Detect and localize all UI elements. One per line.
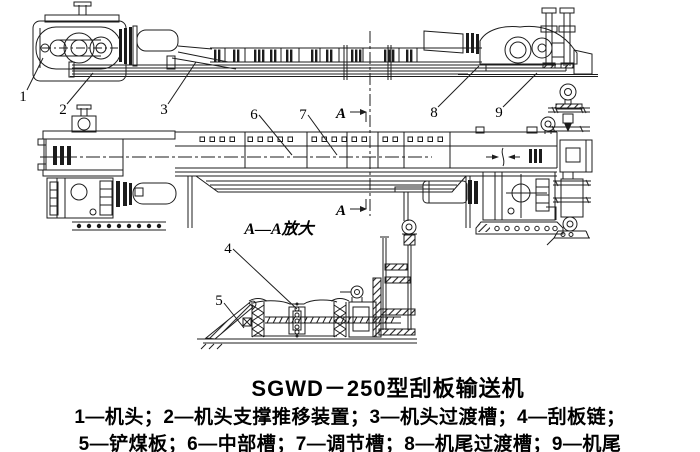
tail-assembly — [423, 7, 598, 75]
rack-bar — [72, 221, 166, 231]
plan-head-coupling — [116, 181, 132, 207]
trough-pan-top — [252, 299, 338, 305]
plan-trough — [40, 131, 557, 228]
part-label-6: 6 — [250, 107, 258, 123]
part-labels: 1 2 3 6 7 8 9 4 5 A A A—A放大 — [19, 89, 503, 309]
head-motor — [136, 29, 179, 52]
part-label-5: 5 — [215, 293, 223, 309]
part-label-8: 8 — [430, 105, 438, 121]
section-marker-top: A — [335, 106, 346, 122]
tail-motor — [423, 30, 464, 54]
section-marker-bottom: A — [335, 203, 346, 219]
push-bracket — [166, 55, 176, 70]
part-label-1: 1 — [19, 89, 27, 105]
trough-section-right-wall — [330, 298, 350, 338]
section-arrow-top — [350, 109, 367, 122]
plan-tail-gearbox — [482, 171, 557, 221]
plan-tail — [394, 116, 564, 235]
trough-section-left-wall — [248, 298, 268, 338]
tail-anchor-posts — [540, 7, 576, 69]
plan-head-motor — [132, 182, 177, 205]
legend-line-1: 1—机头；2—机头支撑推移装置；3—机头过渡槽；4—刮板链； — [74, 407, 626, 428]
legend-line-2: 5—铲煤板；6—中部槽；7—调节槽；8—机尾过渡槽；9—机尾 — [78, 434, 622, 452]
part-label-9: 9 — [495, 105, 503, 121]
plan-view — [37, 83, 593, 246]
plan-head-gearbox — [46, 177, 114, 219]
plan-tail-motor — [422, 180, 468, 204]
pulley-wheel — [401, 219, 417, 235]
side-elevation-view — [32, 1, 598, 82]
scraper-chain-link — [288, 302, 306, 338]
part-label-4: 4 — [224, 241, 232, 257]
trough-band — [68, 45, 598, 80]
part-label-7: 7 — [299, 107, 307, 123]
tail-coupling-bellows — [466, 33, 479, 54]
support-stand — [372, 219, 417, 338]
leader-lines — [26, 57, 538, 329]
figure-title: SGWD－250型刮板输送机 — [251, 376, 525, 401]
section-arrow-bottom — [350, 199, 367, 212]
part-label-3: 3 — [160, 102, 168, 118]
head-coupling-bellows — [119, 27, 132, 65]
anchor-jack — [546, 83, 593, 246]
part-label-2: 2 — [59, 102, 67, 118]
bolt-hole-strip — [199, 136, 443, 142]
tail-footing — [475, 221, 564, 235]
section-detail-view — [197, 219, 417, 350]
head-assembly — [32, 1, 237, 82]
section-view-title: A—A放大 — [243, 220, 315, 238]
trough-ribs — [214, 49, 413, 62]
plan-head-frame — [37, 104, 177, 231]
